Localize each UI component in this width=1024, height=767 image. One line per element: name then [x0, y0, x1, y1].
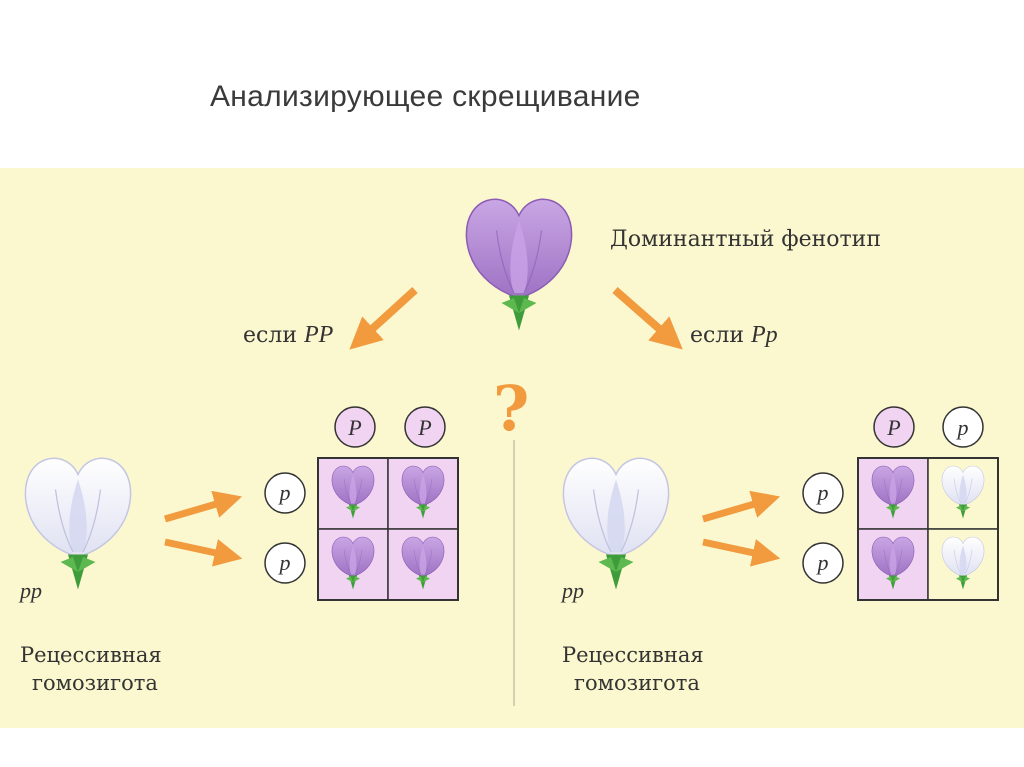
left-offspring-cell [387, 457, 459, 530]
left-gamete-arrow-bottom [164, 538, 243, 567]
left-top-gamete-2-label: P [417, 415, 431, 440]
right-parent-label-line2: гомозигота [574, 671, 700, 695]
right-top-gamete-1-label: P [886, 415, 900, 440]
left-offspring-cell [317, 457, 389, 530]
left-offspring-cell [387, 528, 459, 601]
right-side-gamete: p [802, 542, 844, 584]
right-top-gamete-2-label: p [956, 415, 969, 440]
right-gamete-arrow-bottom [702, 538, 781, 567]
left-top-gamete-1-label: P [347, 415, 361, 440]
right-branch-label: если Pp [690, 322, 778, 348]
right-offspring-cell [927, 457, 999, 530]
dominant-phenotype-label: Доминантный фенотип [610, 227, 881, 252]
right-branch-prefix: если [690, 323, 751, 348]
left-parent-label-line2: гомозигота [32, 671, 158, 695]
left-side-gamete: p [264, 542, 306, 584]
left-top-gamete: P [404, 406, 446, 448]
left-gamete-arrow-top [164, 490, 243, 523]
left-side-gamete-2-label: p [278, 550, 291, 575]
left-side-gamete-1-label: p [278, 480, 291, 505]
right-punnett-grid [857, 457, 999, 601]
left-parent-label-line1: Рецессивная [20, 643, 162, 667]
left-branch-genotype: PP [303, 322, 334, 348]
right-offspring-cell [927, 528, 999, 601]
question-mark: ? [493, 372, 529, 445]
left-grid-frame [317, 457, 459, 601]
right-top-gamete: P [873, 406, 915, 448]
left-branch-prefix: если [243, 323, 304, 348]
right-parent-genotype: pp [560, 578, 584, 603]
left-top-gamete: P [334, 406, 376, 448]
left-parent-genotype: pp [18, 578, 42, 603]
left-offspring-cell [317, 528, 389, 601]
right-offspring-cell [857, 528, 929, 601]
right-cross: pp Рецессивная гомозигота P p p p [560, 406, 999, 695]
left-cross: pp Рецессивная гомозигота P P p p [18, 406, 459, 695]
left-punnett-grid [317, 457, 459, 601]
right-side-gamete-1-label: p [816, 480, 829, 505]
left-branch-arrow [349, 287, 418, 350]
right-top-gamete: p [942, 406, 984, 448]
right-branch-arrow [612, 286, 683, 350]
right-offspring-cell [857, 457, 929, 530]
right-branch-genotype: Pp [750, 322, 778, 348]
right-parent-label-line1: Рецессивная [562, 643, 704, 667]
right-side-gamete-2-label: p [816, 550, 829, 575]
right-side-gamete: p [802, 472, 844, 514]
left-branch-label: если PP [243, 322, 334, 348]
right-grid-frame [857, 457, 999, 601]
right-gamete-arrow-top [702, 490, 781, 523]
slide-title: Анализирующее скрещивание [210, 80, 641, 113]
left-side-gamete: p [264, 472, 306, 514]
